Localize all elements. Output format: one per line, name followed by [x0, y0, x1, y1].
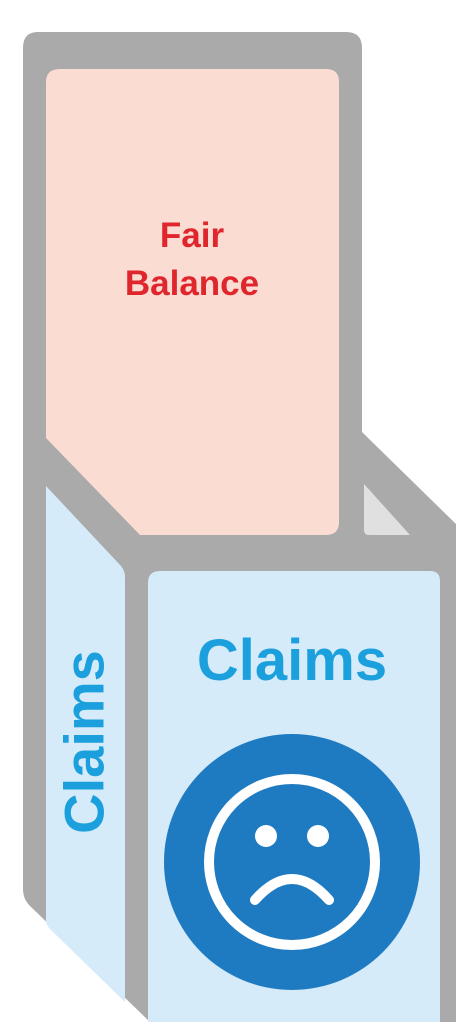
- sad-face-right-eye: [307, 825, 329, 847]
- side-claims-label: Claims: [53, 650, 116, 834]
- sad-face-ring: [204, 774, 380, 950]
- sad-face-icon: [164, 734, 420, 990]
- side-claims-panel: [46, 486, 125, 1002]
- sad-face-mouth: [250, 874, 334, 905]
- fair-balance-panel: [46, 69, 339, 535]
- front-claims-label: Claims: [197, 628, 387, 693]
- side-triangle: [364, 484, 410, 535]
- sad-face-left-eye: [255, 825, 277, 847]
- sad-face-outer-circle: [164, 734, 420, 990]
- fair-balance-label-line2: Balance: [125, 264, 259, 303]
- fair-balance-label-line1: Fair: [160, 216, 225, 255]
